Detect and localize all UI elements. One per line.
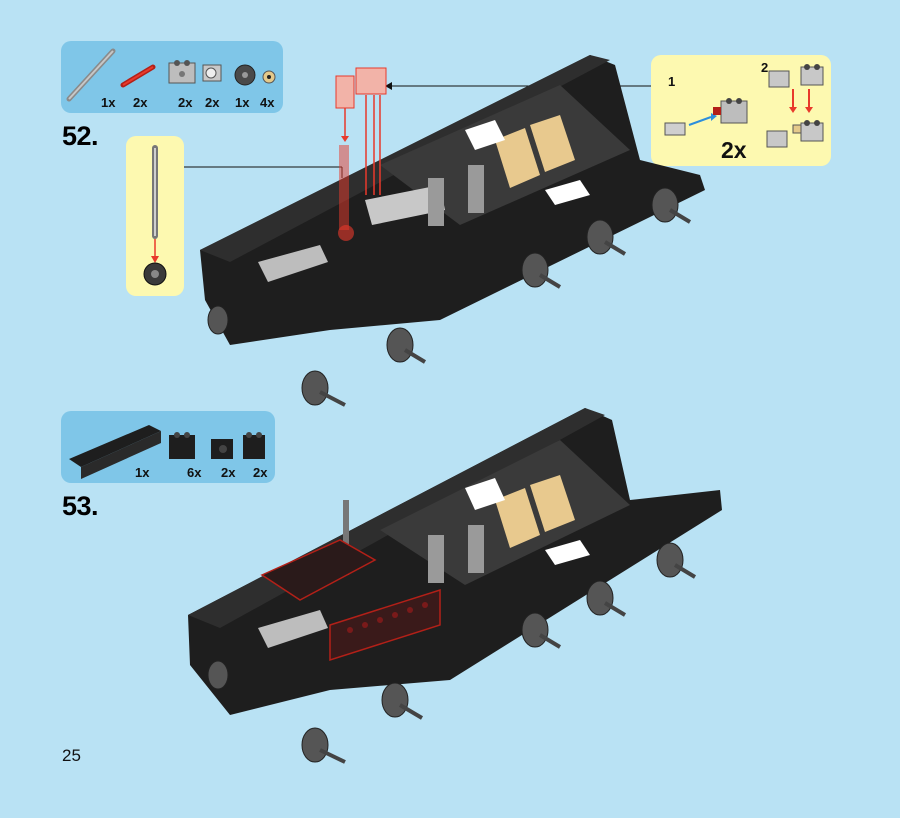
part-qty: 1x: [101, 95, 116, 110]
step-53-number: 53.: [62, 491, 99, 521]
subassembly-illustration: [664, 64, 824, 148]
substep-2-number: 2: [761, 60, 769, 75]
part-qty: 2x: [221, 465, 236, 480]
step53-parts-icons: [69, 425, 265, 479]
step52-parts-callout: 1x 2x 2x 2x 1x 4x: [61, 41, 283, 113]
part-qty: 1x: [135, 465, 150, 480]
part-qty: 2x: [133, 95, 148, 110]
step52-parts-icons: [66, 48, 276, 102]
step-52-number: 52.: [62, 121, 99, 151]
connector-subassembly-callout: 1 2 2x: [651, 55, 831, 166]
substep-1-number: 1: [668, 74, 676, 89]
part-qty: 2x: [205, 95, 220, 110]
part-qty: 4x: [260, 95, 275, 110]
subassembly-multiplier: 2x: [721, 137, 747, 163]
part-qty: 6x: [187, 465, 202, 480]
part-qty: 2x: [178, 95, 193, 110]
axle-gear-subassembly-callout: [126, 136, 184, 296]
axle-gear-illustration: [143, 145, 167, 286]
part-qty: 2x: [253, 465, 268, 480]
page-number: 25: [62, 746, 81, 765]
part-qty: 1x: [235, 95, 250, 110]
step53-parts-callout: 1x 6x 2x 2x: [61, 411, 275, 483]
